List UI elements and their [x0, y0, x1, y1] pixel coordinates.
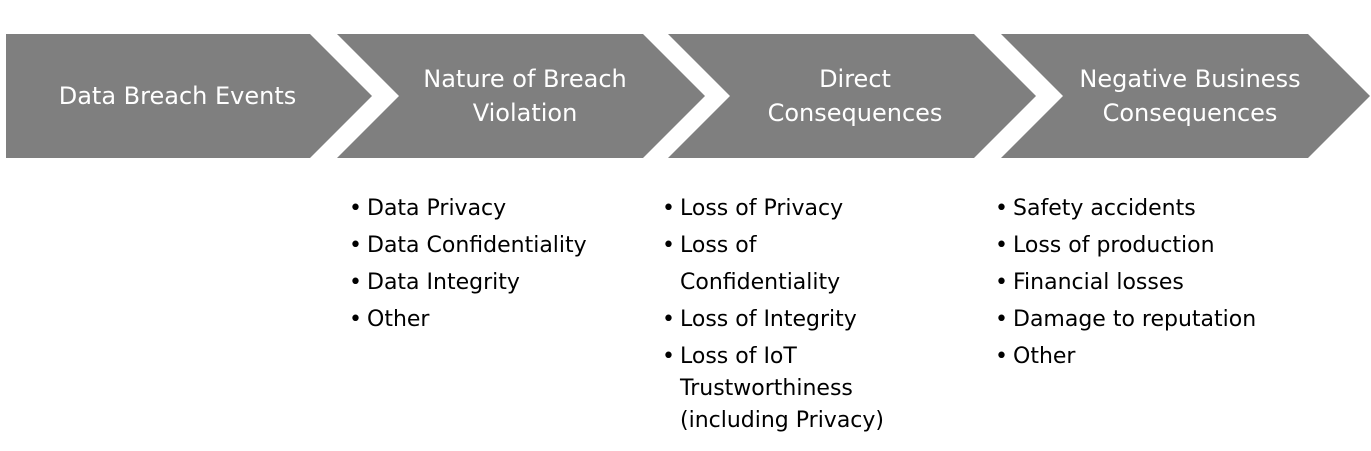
list-item: Loss of Privacy [662, 190, 902, 227]
chevron-step-4 [1001, 34, 1370, 158]
list-item: Loss of Integrity [662, 301, 902, 338]
business-consequences-list: Safety accidents Loss of production Fina… [995, 190, 1256, 375]
list-item: Data Integrity [349, 264, 587, 301]
list-item: Damage to reputation [995, 301, 1256, 338]
list-item: Other [349, 301, 587, 338]
list-item: Data Confidentiality [349, 227, 587, 264]
list-item: Other [995, 338, 1256, 375]
process-chevrons [6, 34, 1370, 158]
direct-consequences-list: Loss of Privacy Loss of Confidentiality … [662, 190, 902, 437]
list-item: Loss of production [995, 227, 1256, 264]
chevron-step-1 [6, 34, 372, 158]
chevron-step-2 [337, 34, 705, 158]
list-item: Data Privacy [349, 190, 587, 227]
list-item: Safety accidents [995, 190, 1256, 227]
step-title: Direct Consequences [767, 65, 943, 127]
list-item: Loss of Confidentiality [662, 227, 902, 301]
step-title: Negative Business Consequences [1079, 65, 1301, 127]
list-item: Loss of IoT Trustworthiness (including P… [662, 338, 902, 437]
violation-list: Data Privacy Data Confidentiality Data I… [349, 190, 587, 338]
step-title: Data Breach Events [58, 82, 297, 110]
list-item: Financial losses [995, 264, 1256, 301]
step-title: Nature of Breach Violation [423, 65, 627, 127]
chevron-step-3 [668, 34, 1036, 158]
